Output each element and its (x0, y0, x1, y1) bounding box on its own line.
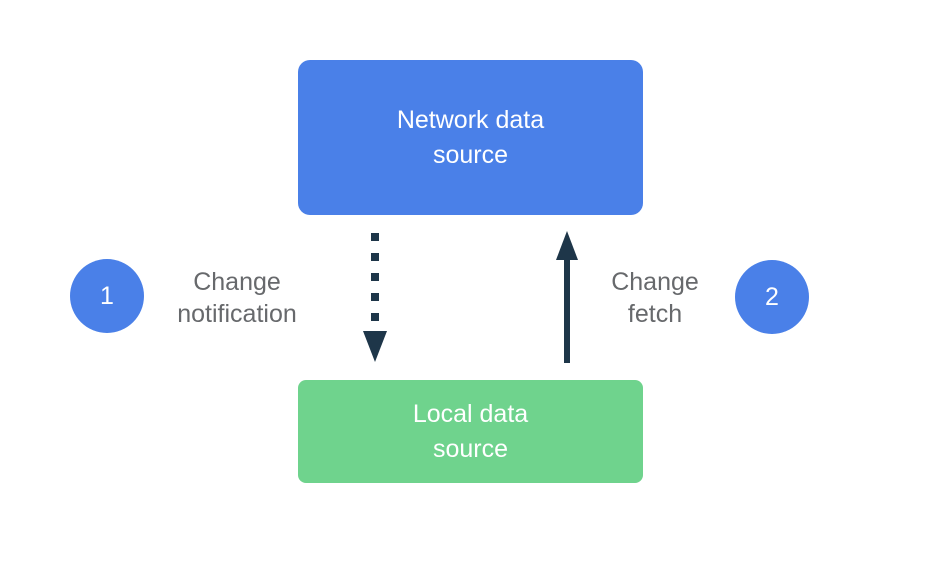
local-data-source-label: Local data source (413, 397, 528, 467)
change-notification-arrowhead-down-icon (363, 331, 387, 362)
step-1-label-line1: Change (193, 268, 281, 296)
change-fetch-arrowhead-up-icon (556, 231, 578, 260)
step-1-number: 1 (100, 281, 114, 310)
step-1-label-line2: notification (177, 300, 297, 328)
change-fetch-arrow (556, 231, 578, 363)
local-data-source-box: Local data source (298, 380, 643, 483)
step-2-label-line2: fetch (627, 300, 683, 328)
step-2-number: 2 (765, 282, 779, 311)
step-1-label: Change notification (177, 266, 297, 330)
step-2-label: Change fetch (611, 266, 699, 330)
step-2-badge: 2 (735, 260, 809, 334)
network-data-source-box: Network data source (298, 60, 643, 215)
network-data-source-label-line2: source (432, 140, 509, 169)
network-data-source-label-line1: Network data (396, 105, 545, 134)
network-data-source-label: Network data source (397, 103, 544, 173)
local-data-source-label-line1: Local data (412, 399, 529, 428)
local-data-source-label-line2: source (432, 434, 509, 463)
step-1-badge: 1 (70, 259, 144, 333)
step-2-label-line1: Change (611, 268, 699, 296)
change-notification-arrow (363, 233, 387, 362)
